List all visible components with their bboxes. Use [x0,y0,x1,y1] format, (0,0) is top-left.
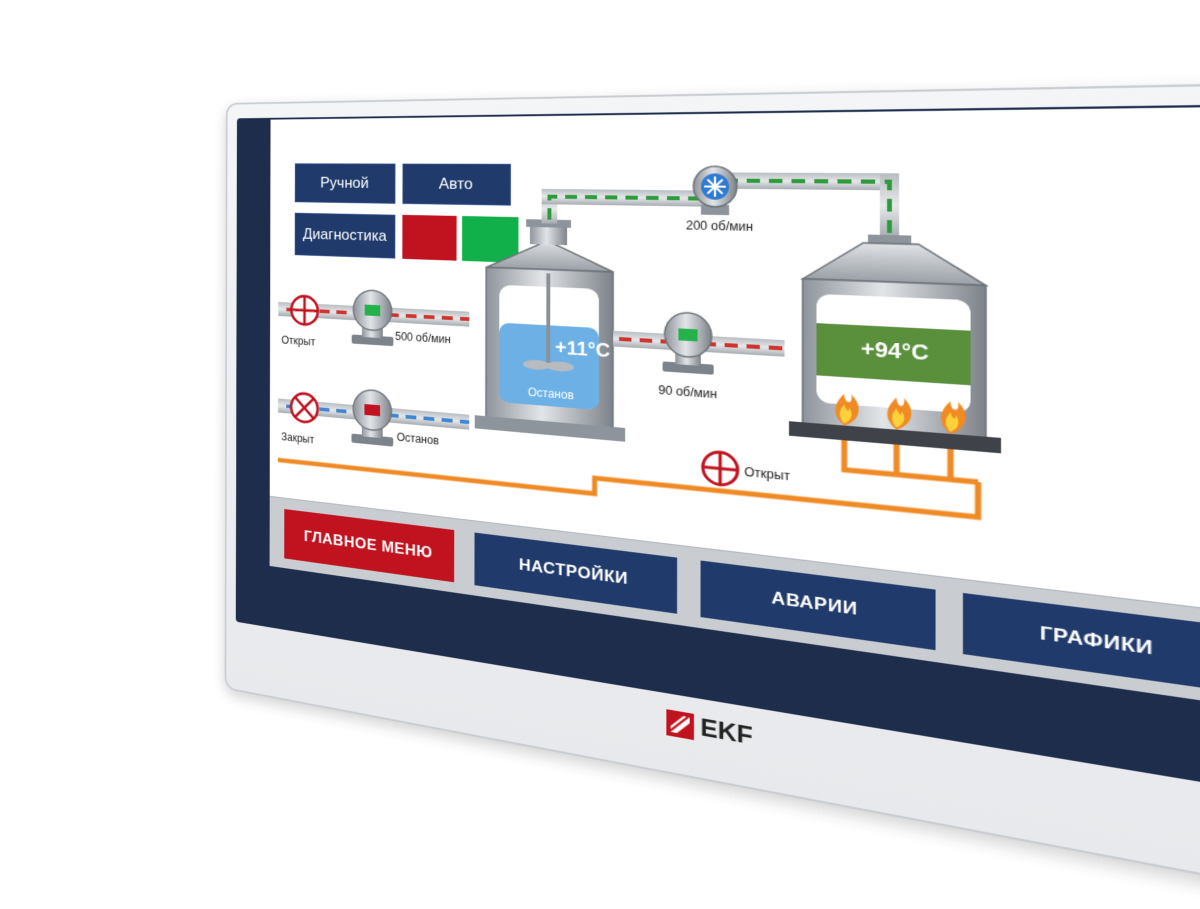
valve-top-icon[interactable] [291,296,318,326]
valve-fuel-icon[interactable] [703,451,738,487]
valve-top-status: Открыт [281,334,315,349]
pump-top-icon[interactable] [352,289,394,346]
tank-left [475,218,626,442]
hmi-panel-device: Ручной Авто Диагностика [0,0,1200,800]
tank-left-temp: +11°C [555,337,610,363]
ekf-logo-icon [666,709,694,740]
pump-mid-icon[interactable] [663,312,714,375]
fan-icon[interactable] [693,166,736,215]
main-menu-button[interactable]: ГЛАВНОЕ МЕНЮ [284,509,454,582]
pump-bottom-icon[interactable] [351,389,393,447]
tank-right-temp: +94°C [861,338,929,366]
valve-bottom-icon[interactable] [291,393,318,424]
fan-speed: 200 об/мин [686,218,753,234]
hmi-bezel: Ручной Авто Диагностика [225,81,1200,909]
